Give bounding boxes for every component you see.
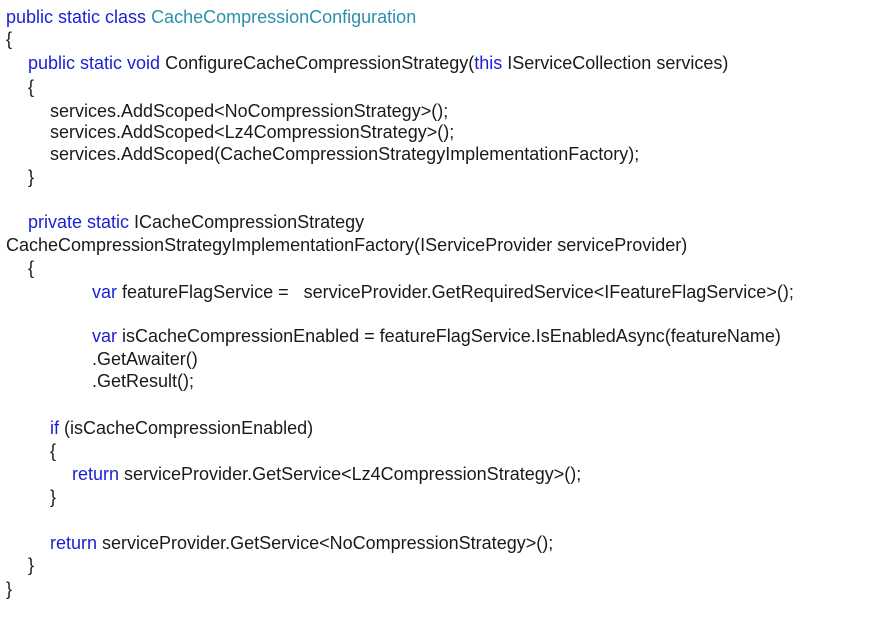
code-keyword: private static bbox=[28, 212, 135, 232]
code-text: } bbox=[28, 167, 35, 187]
code-line: { bbox=[6, 28, 12, 50]
code-line: services.AddScoped<Lz4CompressionStrateg… bbox=[50, 121, 454, 143]
code-line: return serviceProvider.GetService<NoComp… bbox=[50, 532, 553, 554]
code-line: var isCacheCompressionEnabled = featureF… bbox=[92, 325, 781, 347]
code-text: IServiceCollection services) bbox=[502, 53, 729, 73]
code-text: serviceProvider.GetService<NoCompression… bbox=[97, 533, 554, 553]
code-line: } bbox=[28, 166, 34, 188]
code-keyword: var bbox=[92, 282, 118, 302]
code-keyword: public static void bbox=[28, 53, 166, 73]
code-line: .GetAwaiter() bbox=[92, 348, 198, 370]
code-line: public static void ConfigureCacheCompres… bbox=[28, 52, 728, 74]
code-text: .GetAwaiter() bbox=[92, 349, 198, 369]
code-line: if (isCacheCompressionEnabled) bbox=[50, 417, 313, 439]
code-line: } bbox=[28, 554, 34, 576]
code-keyword: return bbox=[50, 533, 98, 553]
code-line: } bbox=[6, 578, 12, 600]
code-text: services.AddScoped(CacheCompressionStrat… bbox=[50, 144, 640, 164]
code-text: } bbox=[50, 487, 57, 507]
code-line: services.AddScoped(CacheCompressionStrat… bbox=[50, 143, 639, 165]
code-text: { bbox=[50, 441, 57, 461]
code-text: } bbox=[6, 579, 13, 599]
code-line: { bbox=[28, 257, 34, 279]
code-text: { bbox=[6, 29, 13, 49]
code-line: .GetResult(); bbox=[92, 370, 194, 392]
code-keyword: public static class bbox=[6, 7, 152, 27]
code-text: { bbox=[28, 77, 35, 97]
code-text: ICacheCompressionStrategy bbox=[134, 212, 365, 232]
code-line: services.AddScoped<NoCompressionStrategy… bbox=[50, 100, 448, 122]
code-text: .GetResult(); bbox=[92, 371, 195, 391]
code-text: isCacheCompressionEnabled = featureFlagS… bbox=[117, 326, 781, 346]
code-line: { bbox=[50, 440, 56, 462]
code-line: public static class CacheCompressionConf… bbox=[6, 6, 416, 28]
code-line: } bbox=[50, 486, 56, 508]
code-line: CacheCompressionStrategyImplementationFa… bbox=[6, 234, 687, 256]
code-text: (isCacheCompressionEnabled) bbox=[59, 418, 314, 438]
code-keyword: return bbox=[72, 464, 120, 484]
code-text: } bbox=[28, 555, 35, 575]
code-text: { bbox=[28, 258, 35, 278]
code-text: services.AddScoped<NoCompressionStrategy… bbox=[50, 101, 449, 121]
code-line: return serviceProvider.GetService<Lz4Com… bbox=[72, 463, 581, 485]
code-text: serviceProvider.GetService<Lz4Compressio… bbox=[119, 464, 582, 484]
code-keyword: if bbox=[50, 418, 59, 438]
code-text: services.AddScoped<Lz4CompressionStrateg… bbox=[50, 122, 455, 142]
code-line: var featureFlagService = serviceProvider… bbox=[92, 281, 794, 303]
code-text: featureFlagService = serviceProvider.Get… bbox=[117, 282, 794, 302]
code-line: { bbox=[28, 76, 34, 98]
code-type-name: CacheCompressionConfiguration bbox=[151, 7, 417, 27]
code-keyword: var bbox=[92, 326, 118, 346]
code-text: CacheCompressionStrategyImplementationFa… bbox=[6, 235, 688, 255]
code-line: private static ICacheCompressionStrategy bbox=[28, 211, 364, 233]
code-keyword: this bbox=[474, 53, 503, 73]
code-text: ConfigureCacheCompressionStrategy( bbox=[165, 53, 475, 73]
